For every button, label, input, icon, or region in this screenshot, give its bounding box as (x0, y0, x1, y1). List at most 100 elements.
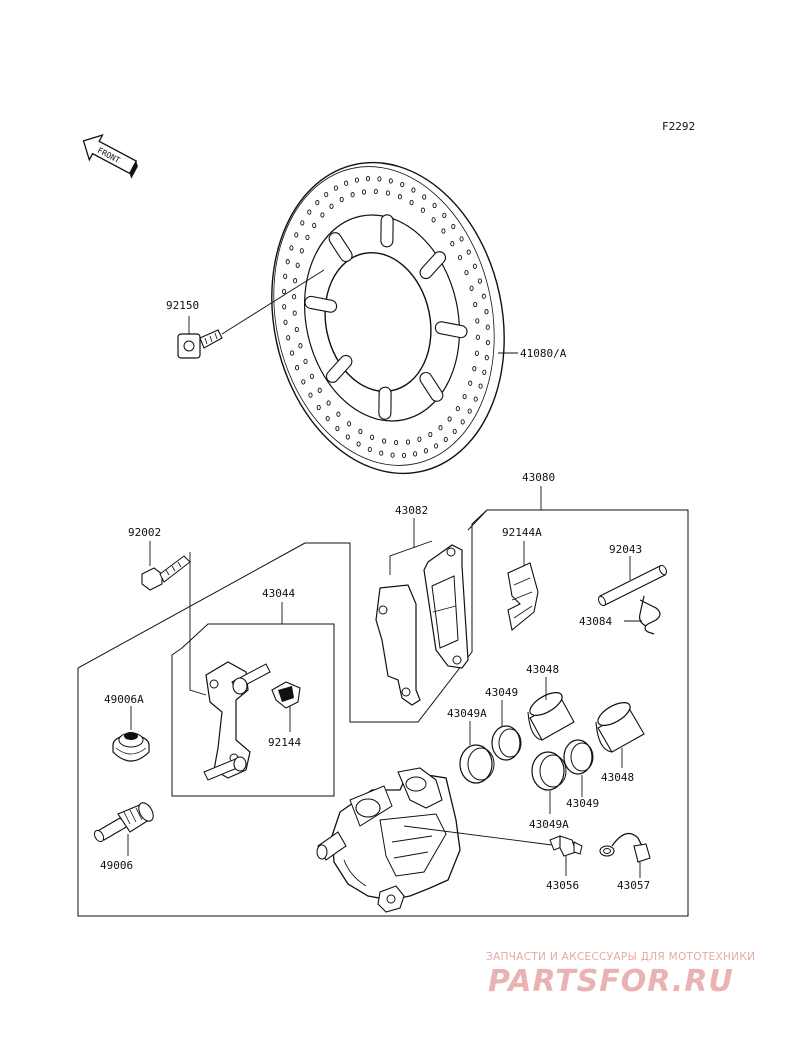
disc-hole (475, 318, 480, 324)
disc-hole (312, 222, 317, 229)
disc-hole (361, 189, 367, 195)
disc-hole (307, 209, 312, 215)
disc-slot (378, 386, 392, 420)
disc-hole (388, 178, 393, 184)
disc-hole (356, 441, 361, 447)
disc-hole (438, 425, 443, 431)
disc-hole (460, 419, 465, 425)
watermark-logo: PARTSFOR.RU (488, 964, 734, 999)
figure-code: F2292 (662, 120, 695, 133)
disc-hole (339, 196, 344, 203)
watermark-tagline: ЗАПЧАСТИ И АКСЕССУАРЫ ДЛЯ МОТОТЕХНИКИ (486, 951, 756, 963)
brake-pads (375, 544, 469, 706)
disc-hole (333, 185, 338, 191)
disc-slot (304, 295, 338, 313)
disc-hole (282, 304, 287, 310)
holder-bolt (141, 555, 191, 591)
disc-hole (473, 301, 478, 308)
disc-slot (325, 354, 353, 383)
disc-hole (401, 452, 407, 459)
disc-hole (354, 177, 359, 183)
dust-seal-right (563, 739, 594, 775)
disc-hole (290, 350, 295, 356)
disc-hole (377, 176, 382, 182)
disc-hole (292, 294, 297, 300)
disc-hole (466, 249, 471, 255)
disc-hole (347, 421, 352, 427)
label-92043: 92043 (609, 543, 642, 556)
piston-right (595, 702, 645, 753)
dust-seal-left (491, 725, 522, 761)
disc-hole (472, 366, 477, 372)
disc-hole (298, 343, 303, 349)
disc-hole (292, 310, 297, 316)
disc-hole (294, 232, 299, 238)
disc-hole (464, 269, 469, 276)
piston-seal-right (531, 751, 567, 791)
disc-hole (482, 369, 487, 375)
label-43048-right: 43048 (601, 771, 634, 784)
disc-hole (373, 188, 378, 195)
disc-hole (283, 319, 288, 325)
disc-hole (485, 324, 490, 330)
disc-hole (434, 443, 439, 449)
front-arrow-icon: FRONT (82, 134, 138, 179)
disc-hole (417, 436, 422, 442)
pad-spring (507, 562, 539, 632)
disc-hole (300, 220, 305, 226)
bracket-spring (271, 681, 301, 709)
label-41080-a: 41080/A (520, 347, 567, 360)
disc-hole (301, 379, 306, 385)
disc-hole (473, 396, 478, 402)
disc-hole (423, 448, 428, 454)
disc-hole (428, 431, 433, 438)
disc-hole (467, 408, 472, 414)
disc-hole (422, 194, 427, 200)
disc-slot (419, 251, 447, 280)
label-43049a-right: 43049A (529, 818, 569, 831)
disc-hole (452, 428, 457, 435)
disc-hole (283, 273, 288, 279)
disc-hole (324, 191, 329, 198)
disc-hole (431, 217, 436, 223)
label-43057: 43057 (617, 879, 650, 892)
disc-hole (345, 434, 350, 440)
disc-hole (308, 392, 313, 398)
disc-slot (434, 321, 468, 339)
disc-bolt (177, 269, 325, 359)
label-49006a: 49006A (104, 693, 144, 706)
label-43048-left: 43048 (526, 663, 559, 676)
disc-hole (329, 203, 334, 209)
caliper-body (316, 767, 461, 913)
disc-hole (299, 248, 304, 254)
disc-hole (475, 334, 480, 340)
disc-hole (472, 263, 477, 269)
label-43049-right: 43049 (566, 797, 599, 810)
disc-hole (468, 380, 473, 386)
disc-hole (484, 355, 489, 361)
disc-hole (474, 350, 479, 356)
disc-hole (397, 194, 402, 200)
label-43049-left: 43049 (485, 686, 518, 699)
disc-hole (379, 450, 384, 456)
label-92144: 92144 (268, 736, 301, 749)
disc-hole (455, 405, 460, 412)
disc-hole (358, 428, 363, 435)
disc-hole (442, 212, 447, 219)
disc-slot (328, 232, 353, 263)
label-43056: 43056 (546, 879, 579, 892)
disc-hole (485, 339, 490, 346)
disc-hole (409, 199, 414, 206)
disc-hole (459, 236, 464, 242)
label-49006: 49006 (100, 859, 133, 872)
disc-hole (432, 202, 437, 209)
pin-clip (639, 595, 661, 635)
disc-hole (385, 190, 390, 196)
disc-hole (305, 234, 310, 241)
label-92144a: 92144A (502, 526, 542, 539)
disc-hole (469, 285, 474, 291)
disc-hole (441, 228, 446, 234)
disc-hole (320, 212, 325, 218)
disc-hole (370, 434, 375, 440)
